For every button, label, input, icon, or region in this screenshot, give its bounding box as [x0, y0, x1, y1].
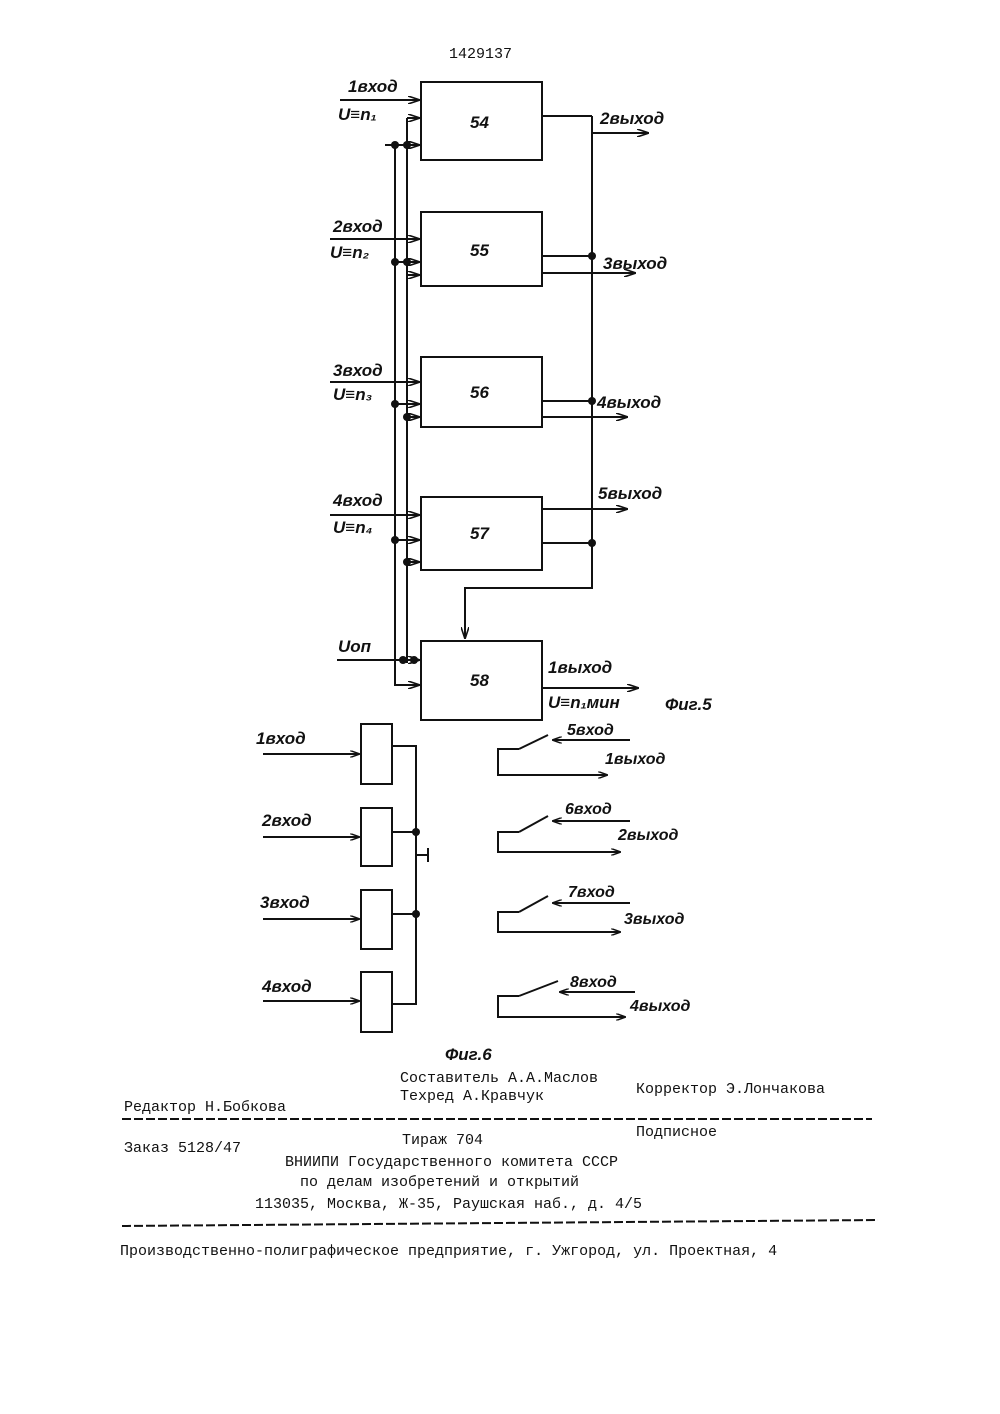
- fig6-switch-3-output: 3выход: [624, 911, 685, 928]
- fig5-output-3-label: 3выход: [603, 254, 667, 273]
- imprint-print-run: Тираж 704: [402, 1132, 483, 1149]
- fig5-input-1-label: 1вход: [348, 77, 398, 96]
- imprint-tech: Техред А.Кравчук: [400, 1088, 544, 1105]
- fig6-switch-4-output: 4выход: [629, 998, 691, 1015]
- block-57-label: 57: [470, 524, 490, 543]
- figure-6: 1вход 2вход 3вход 4вход 5вход 1выход 6вх…: [256, 722, 691, 1064]
- fig5-input-2-label: 2вход: [332, 217, 383, 236]
- imprint-plant: Производственно-полиграфическое предприя…: [120, 1243, 777, 1260]
- fig6-coil-1: [361, 724, 392, 784]
- imprint-org-1: ВНИИПИ Государственного комитета СССР: [285, 1154, 618, 1171]
- block-54-label: 54: [470, 113, 489, 132]
- imprint-address: 113035, Москва, Ж-35, Раушская наб., д. …: [255, 1196, 642, 1213]
- fig6-input-1-label: 1вход: [256, 729, 306, 748]
- block-58-label: 58: [470, 671, 489, 690]
- fig5-output-2-label: 2выход: [599, 109, 664, 128]
- fig5-input-1-formula: U≡n₁: [338, 105, 377, 124]
- fig5-input-4-label: 4вход: [332, 491, 383, 510]
- block-55-label: 55: [470, 241, 489, 260]
- imprint-divider-2: [122, 1220, 878, 1226]
- fig6-switch-4: 8вход 4выход: [498, 974, 691, 1017]
- fig6-switch-4-input: 8вход: [570, 974, 617, 991]
- fig5-output-1-label: 1выход: [548, 658, 612, 677]
- fig6-input-2-label: 2вход: [261, 811, 312, 830]
- fig6-coil-2: [361, 808, 392, 866]
- fig6-caption: Фиг.6: [445, 1045, 492, 1064]
- fig5-output-5-label: 5выход: [598, 484, 662, 503]
- fig5-input-3-formula: U≡n₃: [333, 385, 372, 404]
- fig6-input-3-label: 3вход: [260, 893, 310, 912]
- fig6-switch-2: 6вход 2выход: [498, 801, 679, 852]
- fig6-input-4-label: 4вход: [261, 977, 312, 996]
- block-56-label: 56: [470, 383, 489, 402]
- imprint-compiler: Составитель А.А.Маслов: [400, 1070, 598, 1087]
- imprint-order: Заказ 5128/47: [124, 1140, 241, 1157]
- fig6-coil-3: [361, 890, 392, 949]
- fig6-switch-2-input: 6вход: [565, 801, 612, 818]
- fig5-input-3-label: 3вход: [333, 361, 383, 380]
- fig6-switch-1: 5вход 1выход: [498, 722, 666, 775]
- fig5-caption: Фиг.5: [665, 695, 712, 714]
- fig6-switch-1-input: 5вход: [567, 722, 614, 739]
- fig6-switch-2-output: 2выход: [617, 827, 679, 844]
- figure-5: 54 55 56 57: [330, 77, 712, 720]
- fig5-ref-input-label: Uоп: [338, 637, 372, 656]
- imprint-block: Составитель А.А.Маслов Редактор Н.Бобков…: [120, 1070, 878, 1260]
- fig5-output-4-label: 4выход: [596, 393, 661, 412]
- fig6-switch-1-output: 1выход: [605, 751, 666, 768]
- fig5-input-2-formula: U≡n₂: [330, 243, 370, 262]
- fig6-switch-3-input: 7вход: [568, 884, 615, 901]
- imprint-editor: Редактор Н.Бобкова: [124, 1099, 286, 1116]
- fig5-input-4-formula: U≡n₄: [333, 518, 373, 537]
- imprint-subscription: Подписное: [636, 1124, 717, 1141]
- fig5-output-formula: U≡n₁мин: [548, 693, 620, 712]
- patent-number: 1429137: [449, 46, 512, 63]
- imprint-corrector: Корректор Э.Лончакова: [636, 1081, 825, 1098]
- imprint-org-2: по делам изобретений и открытий: [300, 1174, 579, 1191]
- fig6-switch-3: 7вход 3выход: [498, 884, 685, 932]
- fig6-coil-4: [361, 972, 392, 1032]
